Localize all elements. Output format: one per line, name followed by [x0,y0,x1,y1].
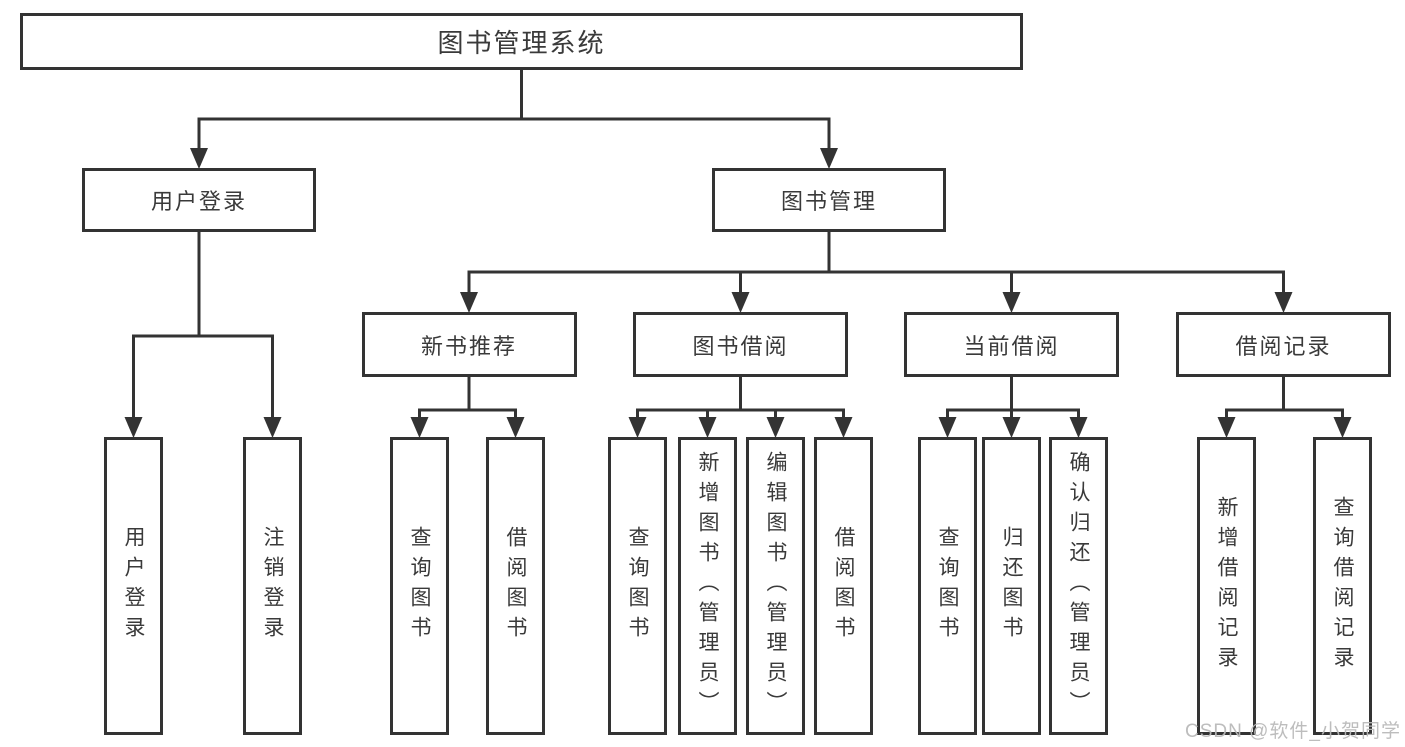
leaf-borrow-books-recommend: 借阅图书 [486,437,545,735]
leaf-label: 查询借阅记录 [1331,496,1354,676]
arrowhead [1217,417,1236,438]
node-label: 新书推荐 [420,333,517,359]
edge-root-to-level2 [190,68,838,169]
arrowhead [263,417,282,438]
leaf-label: 确认归还（管理员） [1067,451,1090,721]
leaf-query-borrow-record: 查询借阅记录 [1313,437,1372,735]
leaf-label: 借阅图书 [504,526,527,646]
node-label: 图书管理 [780,189,877,214]
leaf-label: 查询图书 [936,526,959,646]
leaf-label: 注销登录 [261,526,284,646]
arrowhead [1002,292,1021,313]
edge-book-management-children [460,230,1293,313]
arrowhead [1069,417,1088,438]
arrowhead [834,417,853,438]
leaf-label: 新增图书（管理员） [696,451,719,721]
leaf-confirm-return-admin: 确认归还（管理员） [1049,437,1108,735]
arrowhead [460,292,478,313]
node-book-management: 图书管理 [712,168,946,232]
arrowhead [1274,292,1293,313]
leaf-query-books-borrow: 查询图书 [608,437,667,735]
leaf-user-login: 用户登录 [104,437,163,735]
leaf-label: 新增借阅记录 [1215,496,1238,676]
node-borrow-records: 借阅记录 [1176,312,1391,377]
arrowhead [628,417,647,438]
leaf-add-borrow-record: 新增借阅记录 [1197,437,1256,735]
node-user-login: 用户登录 [82,168,316,232]
leaf-add-books-admin: 新增图书（管理员） [678,437,737,735]
edge-new-book-recommend-children [410,375,525,438]
node-book-borrow: 图书借阅 [633,312,848,377]
arrowhead [698,417,717,438]
arrowhead [766,417,785,438]
node-label: 当前借阅 [963,333,1060,359]
node-label: 用户登录 [150,189,247,214]
leaf-label: 查询图书 [626,526,649,646]
node-new-book-recommend: 新书推荐 [361,312,577,377]
arrowhead [820,148,838,169]
arrowhead [1002,417,1021,438]
arrowhead [190,148,208,169]
node-label: 图书管理系统 [437,28,606,58]
csdn-watermark: CSDN @软件_小贺同学 [1185,721,1401,742]
arrowhead [1333,417,1352,438]
leaf-label: 查询图书 [408,526,431,646]
leaf-query-books-recommend: 查询图书 [390,437,449,735]
leaf-label: 用户登录 [122,526,145,646]
node-root-library-system: 图书管理系统 [20,13,1023,70]
edge-borrow-records-children [1217,375,1352,438]
leaf-logout: 注销登录 [243,437,302,735]
arrowhead [124,417,143,438]
leaf-return-books: 归还图书 [982,437,1041,735]
leaf-query-books-current: 查询图书 [918,437,977,735]
arrowhead [410,417,429,438]
leaf-label: 编辑图书（管理员） [764,451,787,721]
leaf-label: 归还图书 [1000,526,1023,646]
arrowhead [506,417,525,438]
edge-book-borrow-children [628,375,853,438]
edge-user-login-children [124,230,282,438]
node-current-borrow: 当前借阅 [904,312,1119,377]
leaf-edit-books-admin: 编辑图书（管理员） [746,437,805,735]
leaf-label: 借阅图书 [832,526,855,646]
node-label: 图书借阅 [692,333,789,359]
arrowhead [731,292,750,313]
node-label: 借阅记录 [1235,333,1332,359]
leaf-borrow-books: 借阅图书 [814,437,873,735]
edge-current-borrow-children [938,375,1088,438]
arrowhead [938,417,957,438]
